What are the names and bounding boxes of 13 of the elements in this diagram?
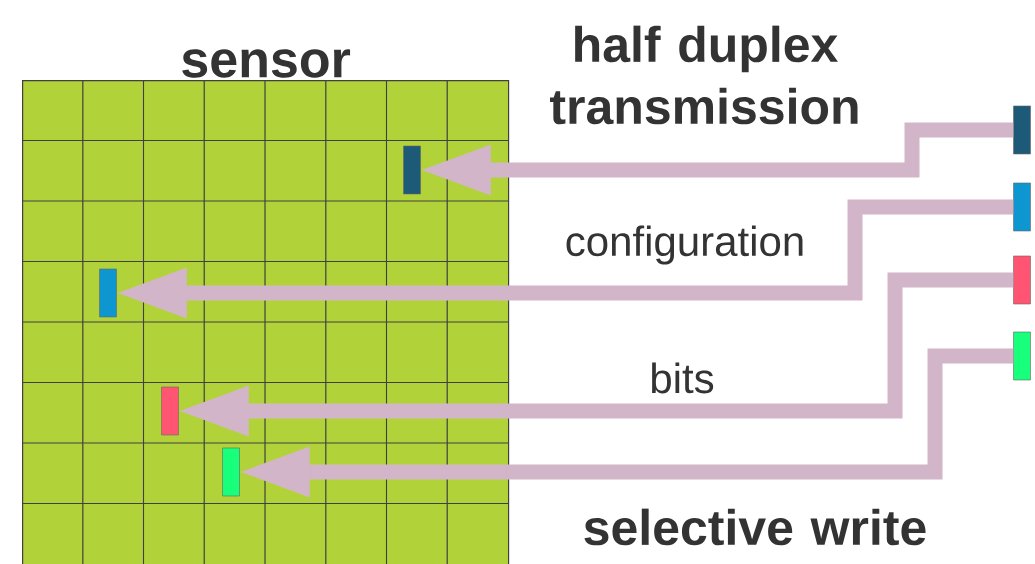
pixel-bar [99, 268, 117, 318]
label-text: configuration [566, 225, 803, 265]
label-text: half duplex transmission [550, 25, 858, 125]
pixel-bar [222, 447, 240, 497]
pixel-bar [161, 386, 179, 436]
label-text: bits [652, 362, 714, 394]
label-text: selective write [584, 508, 926, 546]
signal-bar [1013, 182, 1031, 232]
node-label: sensor [182, 49, 351, 78]
signal-bar [1013, 105, 1031, 155]
signal-bar [1013, 255, 1031, 305]
pixel-bar [403, 145, 421, 195]
signal-bar [1013, 331, 1031, 381]
